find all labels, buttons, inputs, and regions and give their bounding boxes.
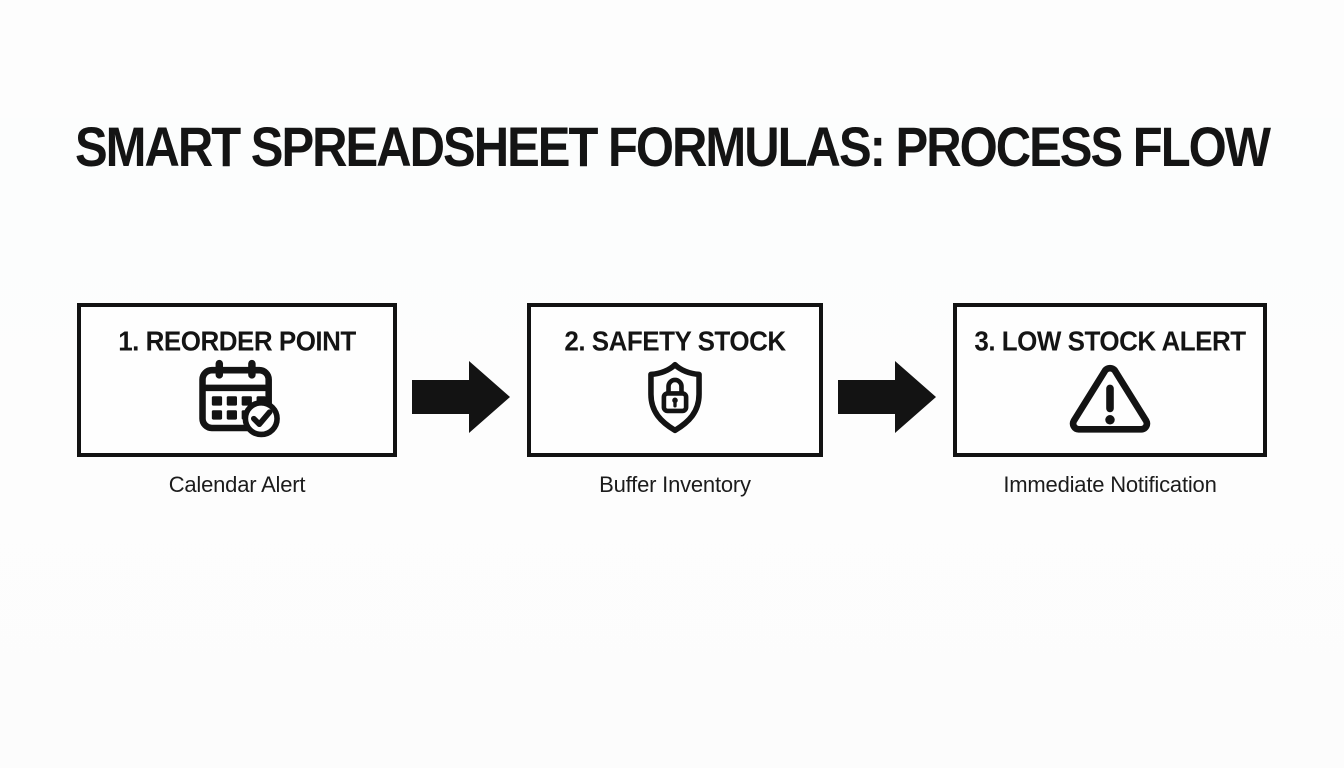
step-heading: 1. REORDER POINT (118, 324, 356, 358)
step-heading: 3. LOW STOCK ALERT (974, 324, 1246, 358)
step-box-safety-stock: 2. SAFETY STOCK (527, 303, 823, 457)
step-caption: Immediate Notification (1003, 472, 1217, 497)
step-safety-stock: 2. SAFETY STOCK Buffer Inventory (527, 303, 823, 498)
step-caption: Buffer Inventory (599, 472, 751, 497)
right-arrow-icon (838, 359, 938, 435)
step-box-low-stock-alert: 3. LOW STOCK ALERT (953, 303, 1267, 457)
step-heading: 2. SAFETY STOCK (564, 324, 786, 358)
step-low-stock-alert: 3. LOW STOCK ALERT Immediate Notificatio… (953, 303, 1267, 498)
step-reorder-point: 1. REORDER POINT (77, 303, 397, 498)
step-caption: Calendar Alert (168, 472, 306, 497)
calendar-check-icon (189, 359, 285, 441)
page-title: SMART SPREADSHEET FORMULAS: PROCESS FLOW (74, 117, 1271, 179)
step-box-reorder-point: 1. REORDER POINT (77, 303, 397, 457)
process-flow-diagram: SMART SPREADSHEET FORMULAS: PROCESS FLOW… (0, 117, 1344, 768)
right-arrow-icon (412, 359, 512, 435)
warning-triangle-icon (1066, 359, 1154, 435)
shield-lock-icon (638, 359, 712, 437)
flow-row: 1. REORDER POINT (0, 303, 1344, 498)
